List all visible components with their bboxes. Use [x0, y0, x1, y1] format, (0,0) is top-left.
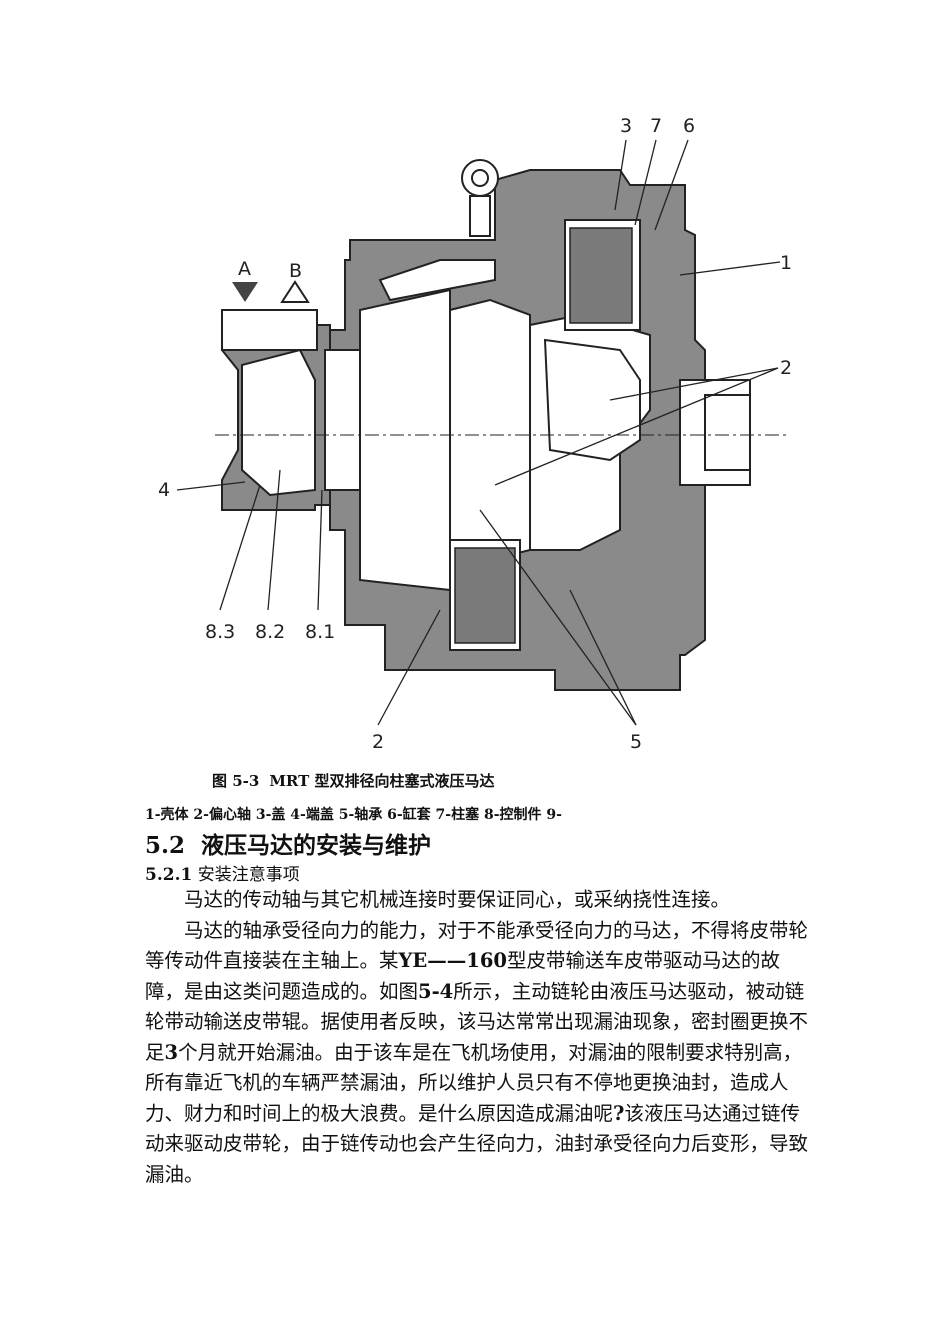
inlet-block [221, 309, 318, 351]
subsection-number: 5.2.1 [145, 865, 193, 885]
label-4: 4 [158, 479, 170, 501]
subsection-title: 安装注意事项 [197, 865, 300, 885]
p2-text-i: 该液压马达通过链传动来驱动皮带轮，由于链传动也会产生径向力，油封承受径向力后变形… [145, 1101, 809, 1186]
section-number: 5.2 [145, 832, 186, 859]
label-2-bottom: 2 [372, 731, 384, 753]
p2-text-g: 个月就开始漏油。由于该车是在飞机场使用，对漏油的限制要求特别高，所有靠近飞机的车… [145, 1040, 803, 1125]
figure-caption: 图 5-3 MRT 型双排径向柱塞式液压马达 [212, 770, 495, 791]
paragraph-1: 马达的传动轴与其它机械连接时要保证同心，或采纳挠性连接。 [184, 888, 731, 911]
label-2-right: 2 [780, 357, 792, 379]
p2-question: ? [613, 1101, 625, 1125]
p2-text-a: 马达的轴承受径向力的能力，对于不能承受径向力的马达，不得将皮带轮等传动件直接装在… [145, 918, 809, 973]
port-b-marker [280, 280, 310, 303]
figure-title: MRT 型双排径向柱塞式液压马达 [269, 772, 495, 790]
figure-legend: 1-壳体 2-偏心轴 3-盖 4-端盖 5-轴承 6-缸套 7-柱塞 8-控制件… [145, 807, 562, 823]
section-heading: 5.2 液压马达的安装与维护 [145, 826, 431, 860]
p2-figref: 5-4 [418, 979, 454, 1003]
label-1: 1 [780, 252, 792, 274]
piston-assemblies [454, 227, 633, 644]
body-text: 马达的传动轴与其它机械连接时要保证同心，或采纳挠性连接。 马达的轴承受径向力的能… [145, 885, 815, 1190]
subsection-heading: 5.2.1 安装注意事项 [145, 860, 300, 885]
p2-text-c: 型皮带输送车皮带驱动马达的故障，是由这类问题造成的。如图 [145, 949, 781, 1003]
port-a-marker [232, 282, 258, 302]
label-3: 3 [620, 115, 632, 137]
label-8-3: 8.3 [205, 621, 235, 643]
label-8-2: 8.2 [255, 621, 285, 643]
leader-lines [176, 139, 781, 726]
paragraph-2: 马达的轴承受径向力的能力，对于不能承受径向力的马达，不得将皮带轮等传动件直接装在… [145, 916, 815, 1191]
label-a: A [238, 258, 251, 280]
section-title: 液压马达的安装与维护 [201, 832, 432, 859]
motor-cross-section-figure: A B 3 7 6 1 2 4 8.3 8.2 8.1 2 5 [150, 110, 810, 760]
label-5: 5 [630, 731, 642, 753]
label-b: B [289, 260, 302, 282]
p2-text-e: 所示，主动链轮由液压马达驱动，被动链轮带动输送皮带辊。据使用者反映，该马达常常出… [145, 979, 809, 1064]
p2-model: YE——160 [398, 949, 508, 972]
figure-number: 图 5-3 [212, 772, 260, 790]
interior [241, 219, 751, 651]
eye-bolt [461, 159, 499, 237]
p2-months: 3 [164, 1040, 179, 1064]
label-6: 6 [683, 115, 695, 137]
label-7: 7 [650, 115, 662, 137]
label-8-1: 8.1 [305, 621, 335, 643]
